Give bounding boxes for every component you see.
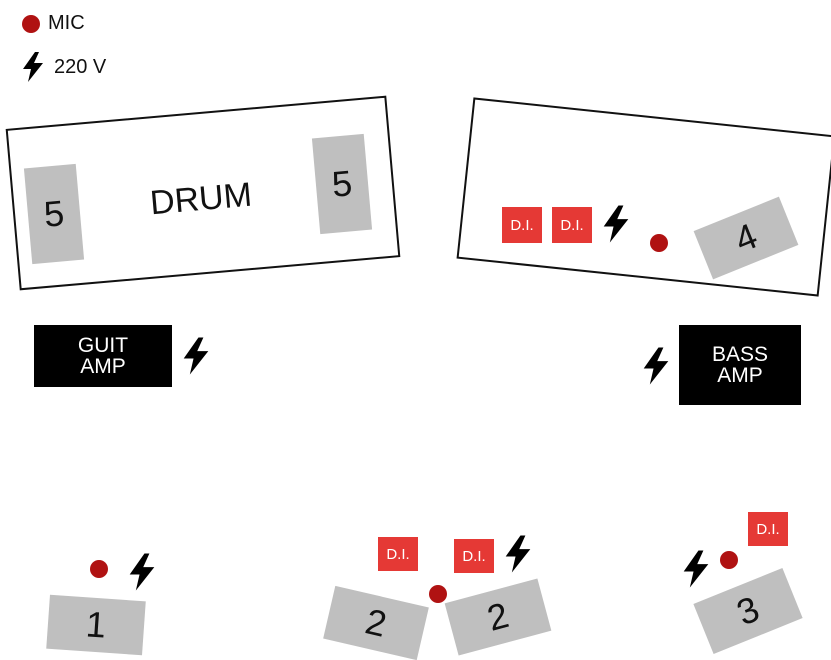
lightning-icon bbox=[680, 547, 712, 596]
di-box: D.I. bbox=[748, 512, 788, 546]
mic-icon bbox=[429, 585, 447, 603]
di-box: D.I. bbox=[378, 537, 418, 571]
monitor-wedge-1: 1 bbox=[46, 594, 146, 656]
mic-icon bbox=[720, 551, 738, 569]
lightning-icon bbox=[600, 204, 632, 249]
monitor-wedge-2-left: 2 bbox=[323, 585, 429, 660]
legend-power: 220 V bbox=[20, 52, 106, 82]
di-box: D.I. bbox=[502, 207, 542, 243]
legend-power-label: 220 V bbox=[54, 55, 107, 78]
lightning-icon bbox=[180, 334, 212, 383]
lightning-icon bbox=[20, 52, 46, 82]
monitor-wedge-2-right: 2 bbox=[444, 578, 552, 656]
mic-icon bbox=[650, 234, 668, 252]
guitar-amp-line1: GUIT bbox=[77, 334, 129, 357]
mic-icon bbox=[90, 560, 108, 578]
lightning-icon bbox=[126, 550, 158, 599]
legend-mic: MIC bbox=[22, 12, 85, 35]
bass-amp-line1: BASS bbox=[711, 343, 769, 366]
bass-amp-line2: AMP bbox=[717, 364, 763, 387]
bass-amp: BASS AMP bbox=[679, 325, 801, 405]
guitar-amp-line2: AMP bbox=[80, 355, 126, 378]
guitar-amp: GUIT AMP bbox=[34, 325, 172, 387]
di-box: D.I. bbox=[552, 207, 592, 243]
legend-mic-label: MIC bbox=[48, 12, 85, 34]
drum-wedge-left: 5 bbox=[23, 163, 85, 265]
drum-wedge-right: 5 bbox=[311, 133, 373, 235]
mic-icon bbox=[22, 14, 40, 33]
di-box: D.I. bbox=[454, 539, 494, 573]
lightning-icon bbox=[502, 532, 534, 581]
lightning-icon bbox=[640, 344, 672, 393]
